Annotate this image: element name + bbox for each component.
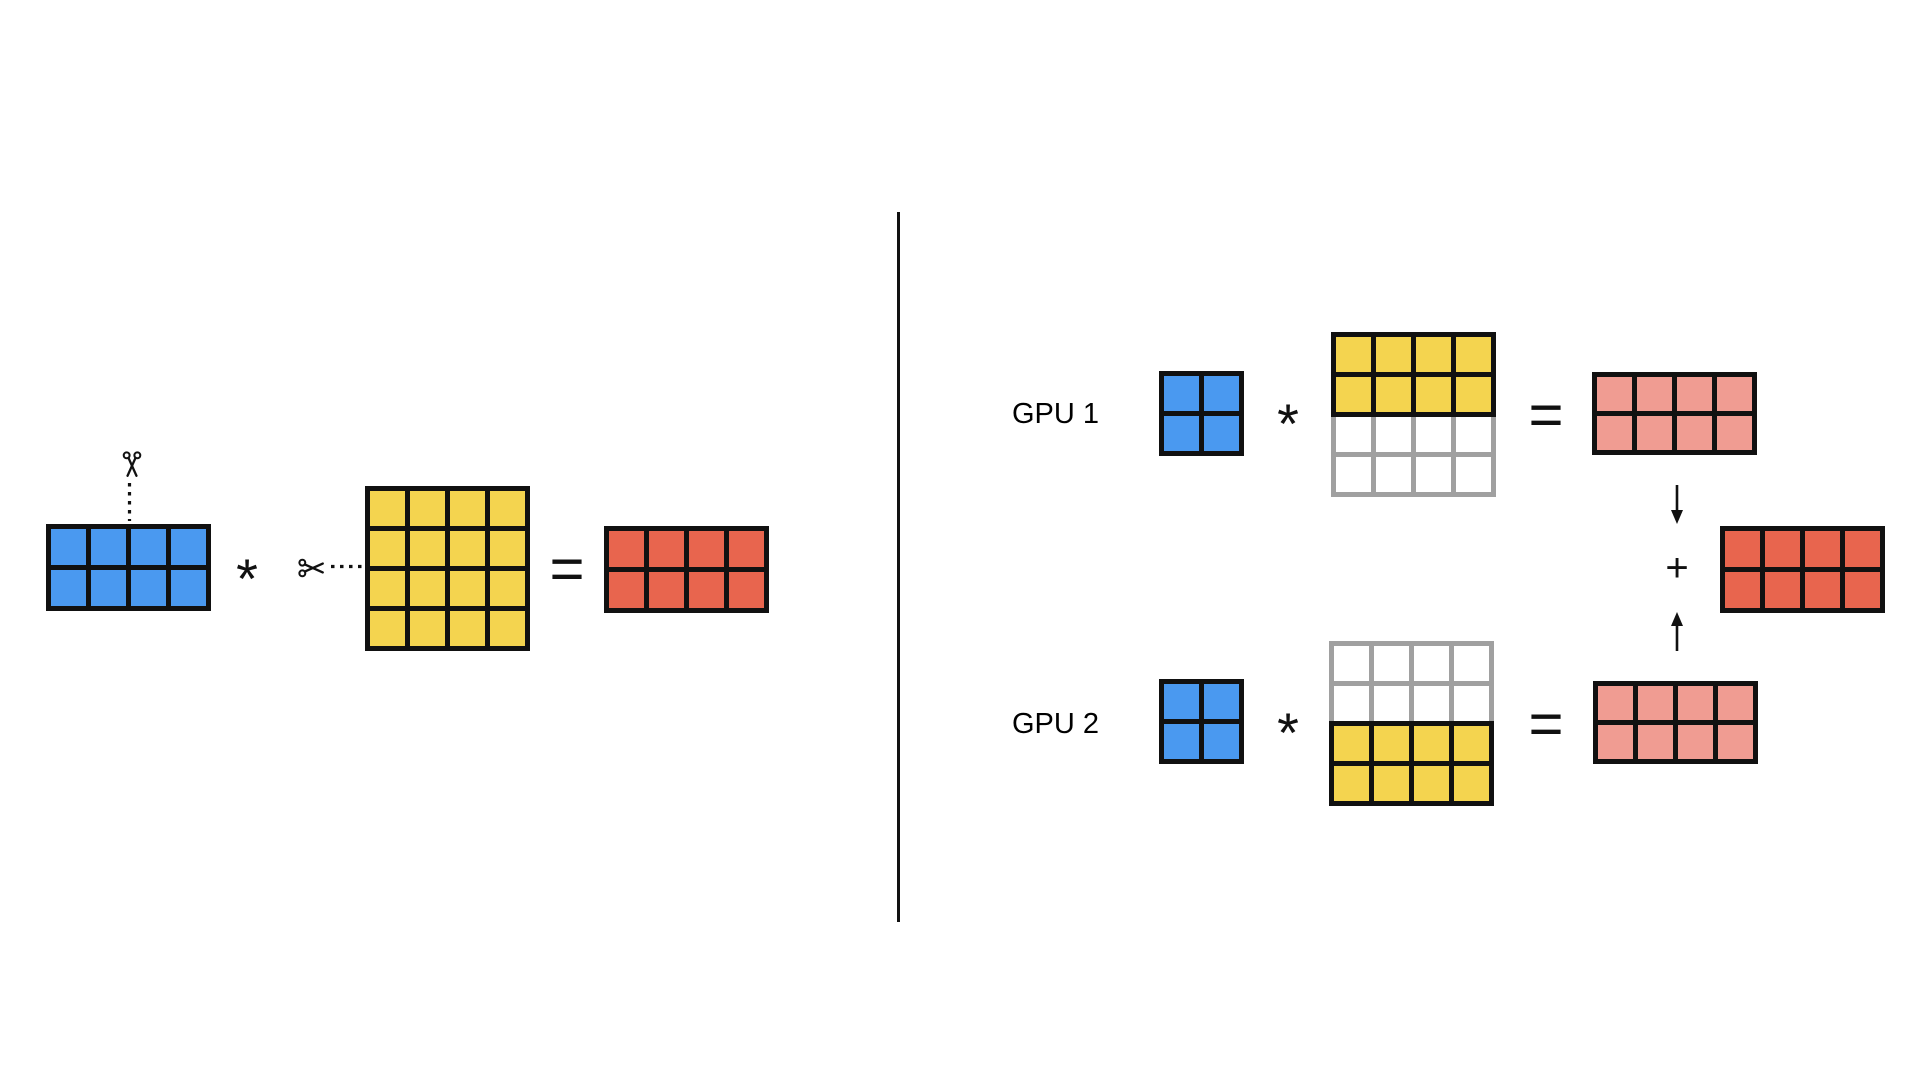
final-output-matrix <box>1720 526 1885 613</box>
gpu2-multiply-operator: * <box>1277 700 1299 764</box>
gpu2-equals-operator: = <box>1528 690 1564 757</box>
left-input-matrix <box>46 524 211 611</box>
left-output-matrix <box>604 526 769 613</box>
arrow-up-icon <box>1669 611 1685 651</box>
gpu1-multiply-operator: * <box>1277 391 1299 455</box>
cut-line-vertical <box>127 483 132 521</box>
multiply-operator: * <box>236 546 258 610</box>
gpu2-label: GPU 2 <box>1012 708 1100 740</box>
gpu2-weight-shard-matrix <box>1329 641 1494 806</box>
left-weight-matrix <box>365 486 530 651</box>
gpu1-weight-shard-matrix <box>1331 332 1496 497</box>
plus-operator: + <box>1665 546 1689 590</box>
gpu2-input-shard-matrix <box>1159 679 1244 764</box>
gpu1-equals-operator: = <box>1528 381 1564 448</box>
gpu1-partial-output-matrix <box>1592 372 1757 455</box>
gpu1-input-shard-matrix <box>1159 371 1244 456</box>
arrow-down-icon <box>1669 485 1685 525</box>
cut-line-horizontal <box>331 564 364 569</box>
gpu2-partial-output-matrix <box>1593 681 1758 764</box>
scissors-down-icon <box>117 450 147 482</box>
equals-operator: = <box>549 535 585 602</box>
panel-divider <box>897 212 900 922</box>
scissors-right-icon <box>297 553 329 583</box>
gpu1-label: GPU 1 <box>1012 398 1100 430</box>
